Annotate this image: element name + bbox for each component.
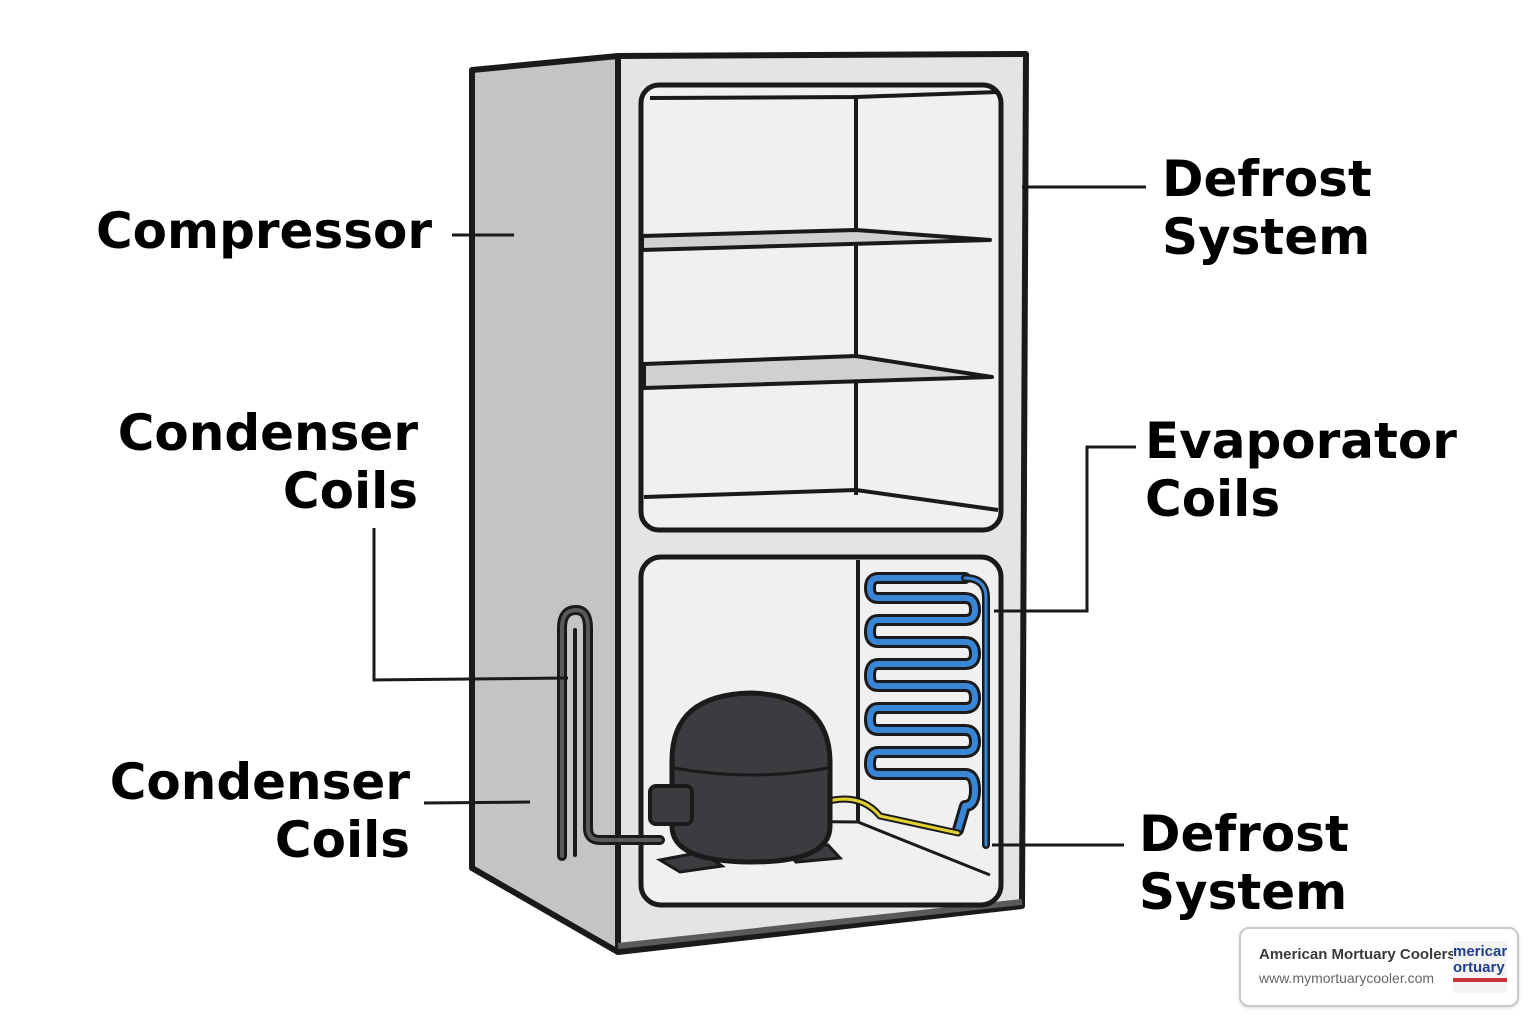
watermark-company-name: American Mortuary Coolers — [1259, 946, 1456, 963]
watermark-url: www.mymortuarycooler.com — [1259, 970, 1435, 986]
label-evaporator-line-1: Evaporator — [1145, 412, 1457, 470]
upper-top-edge — [649, 90, 999, 100]
upper-compartment — [638, 82, 1004, 533]
label-defrost-top-line-2: System — [1162, 208, 1371, 266]
label-condenser-upper-line-2: Coils — [282, 462, 418, 520]
label-condenser-coils-lower: Condenser Coils — [110, 753, 410, 869]
label-condenser-lower-line-1: Condenser — [109, 753, 410, 811]
shelf-1 — [640, 228, 992, 252]
watermark-logo-line-2: ortuary — [1453, 959, 1505, 976]
leader-condenser-upper — [372, 528, 569, 682]
label-defrost-top-line-1: Defrost — [1162, 150, 1372, 208]
label-defrost-bottom-line-1: Defrost — [1139, 805, 1349, 863]
leader-evaporator — [994, 445, 1136, 613]
label-condenser-upper-line-1: Condenser — [117, 404, 418, 462]
label-condenser-coils-upper: Condenser Coils — [118, 404, 418, 520]
cabinet-base — [617, 899, 1023, 949]
label-compressor: Compressor — [96, 202, 432, 260]
watermark-card: American Mortuary Coolers www.mymortuary… — [1239, 927, 1519, 1007]
label-defrost-bottom-line-2: System — [1139, 863, 1348, 921]
shelf-3 — [643, 487, 999, 512]
watermark-logo-stripe — [1453, 978, 1507, 982]
label-compressor-line-1: Compressor — [95, 202, 432, 260]
label-defrost-system-top: Defrost System — [1162, 150, 1372, 266]
lower-floor-edge — [857, 820, 991, 877]
label-evaporator-coils: Evaporator Coils — [1145, 412, 1457, 528]
evaporator-coil-fill — [867, 575, 978, 833]
compressor-terminal — [648, 784, 694, 826]
evaporator-return-line-fill — [963, 576, 988, 847]
defrost-wire-fill — [823, 797, 960, 835]
compressor-body — [669, 690, 833, 865]
cabinet-side-panel — [469, 53, 621, 955]
condenser-tube-fill — [560, 607, 662, 858]
label-evaporator-line-2: Coils — [1145, 470, 1281, 528]
shelf-2 — [642, 354, 994, 390]
watermark-logo-line-1: mericar — [1453, 943, 1507, 960]
watermark-logo: mericar ortuary — [1453, 941, 1507, 993]
label-condenser-lower-line-2: Coils — [274, 811, 410, 869]
compressor-seam — [673, 766, 829, 777]
leader-condenser-lower — [423, 800, 531, 805]
label-defrost-system-bottom: Defrost System — [1139, 805, 1349, 921]
